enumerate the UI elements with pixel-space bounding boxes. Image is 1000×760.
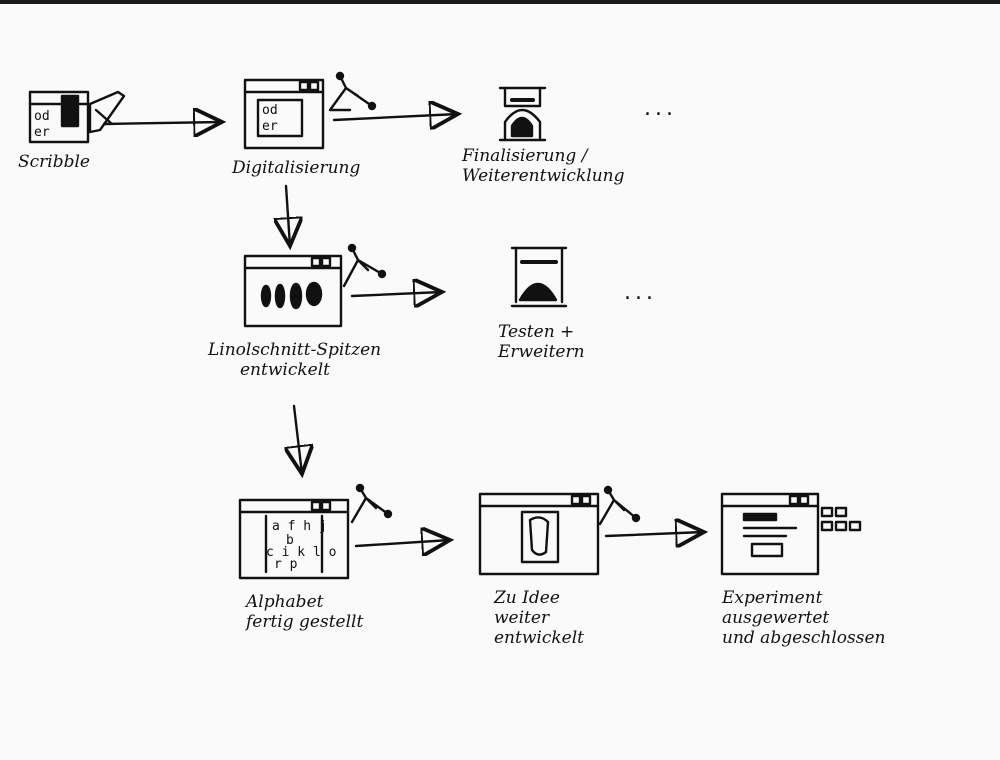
idee-window-icon — [478, 485, 641, 576]
arrow-digitalisierung-to-linolschnitt — [286, 184, 290, 246]
label-testen: Testen + Erweitern — [498, 322, 585, 362]
arrow-linolschnitt-to-alphabet — [294, 404, 302, 474]
label-finalisierung: Finalisierung / Weiterentwicklung — [462, 146, 625, 186]
arrow-linolschnitt-to-testen — [350, 292, 442, 296]
alphabet-row-1: a f h j — [272, 519, 327, 534]
alphabet-row-3: c i k l o — [266, 545, 336, 560]
hourglass-icon-top — [498, 86, 547, 142]
experiment-window-icon — [720, 492, 862, 576]
alphabet-row-4: r p — [274, 557, 298, 572]
label-alphabet: Alphabet fertig gestellt — [246, 592, 364, 632]
label-linolschnitt: Linolschnitt-Spitzen entwickelt — [208, 340, 382, 380]
alphabet-row-2: b — [286, 533, 294, 548]
continuation-dots-middle: ... — [624, 280, 657, 305]
scribble-screen-text-1: od — [34, 109, 50, 124]
arrow-digitalisierung-to-finalisierung — [332, 114, 458, 120]
digital-screen-text-1: od — [262, 103, 278, 118]
label-scribble: Scribble — [18, 152, 90, 172]
arrow-alphabet-to-idee — [354, 540, 450, 546]
digitalisierung-window-icon — [243, 71, 377, 150]
scribble-sketch-icon — [28, 90, 126, 144]
alphabet-window-icon — [238, 483, 393, 580]
continuation-dots-top: ... — [644, 96, 677, 121]
label-experiment: Experiment ausgewertet und abgeschlossen — [722, 588, 886, 648]
top-edge — [0, 0, 1000, 4]
arrow-idee-to-experiment — [604, 532, 704, 536]
hourglass-icon-middle — [510, 246, 568, 308]
label-digitalisierung: Digitalisierung — [232, 158, 361, 178]
linolschnitt-window-icon — [243, 243, 387, 328]
scribble-screen-text-2: er — [34, 125, 50, 140]
digital-screen-text-2: er — [262, 119, 278, 134]
label-idee: Zu Idee weiter entwickelt — [494, 588, 584, 648]
arrow-scribble-to-digitalisierung — [102, 122, 222, 124]
